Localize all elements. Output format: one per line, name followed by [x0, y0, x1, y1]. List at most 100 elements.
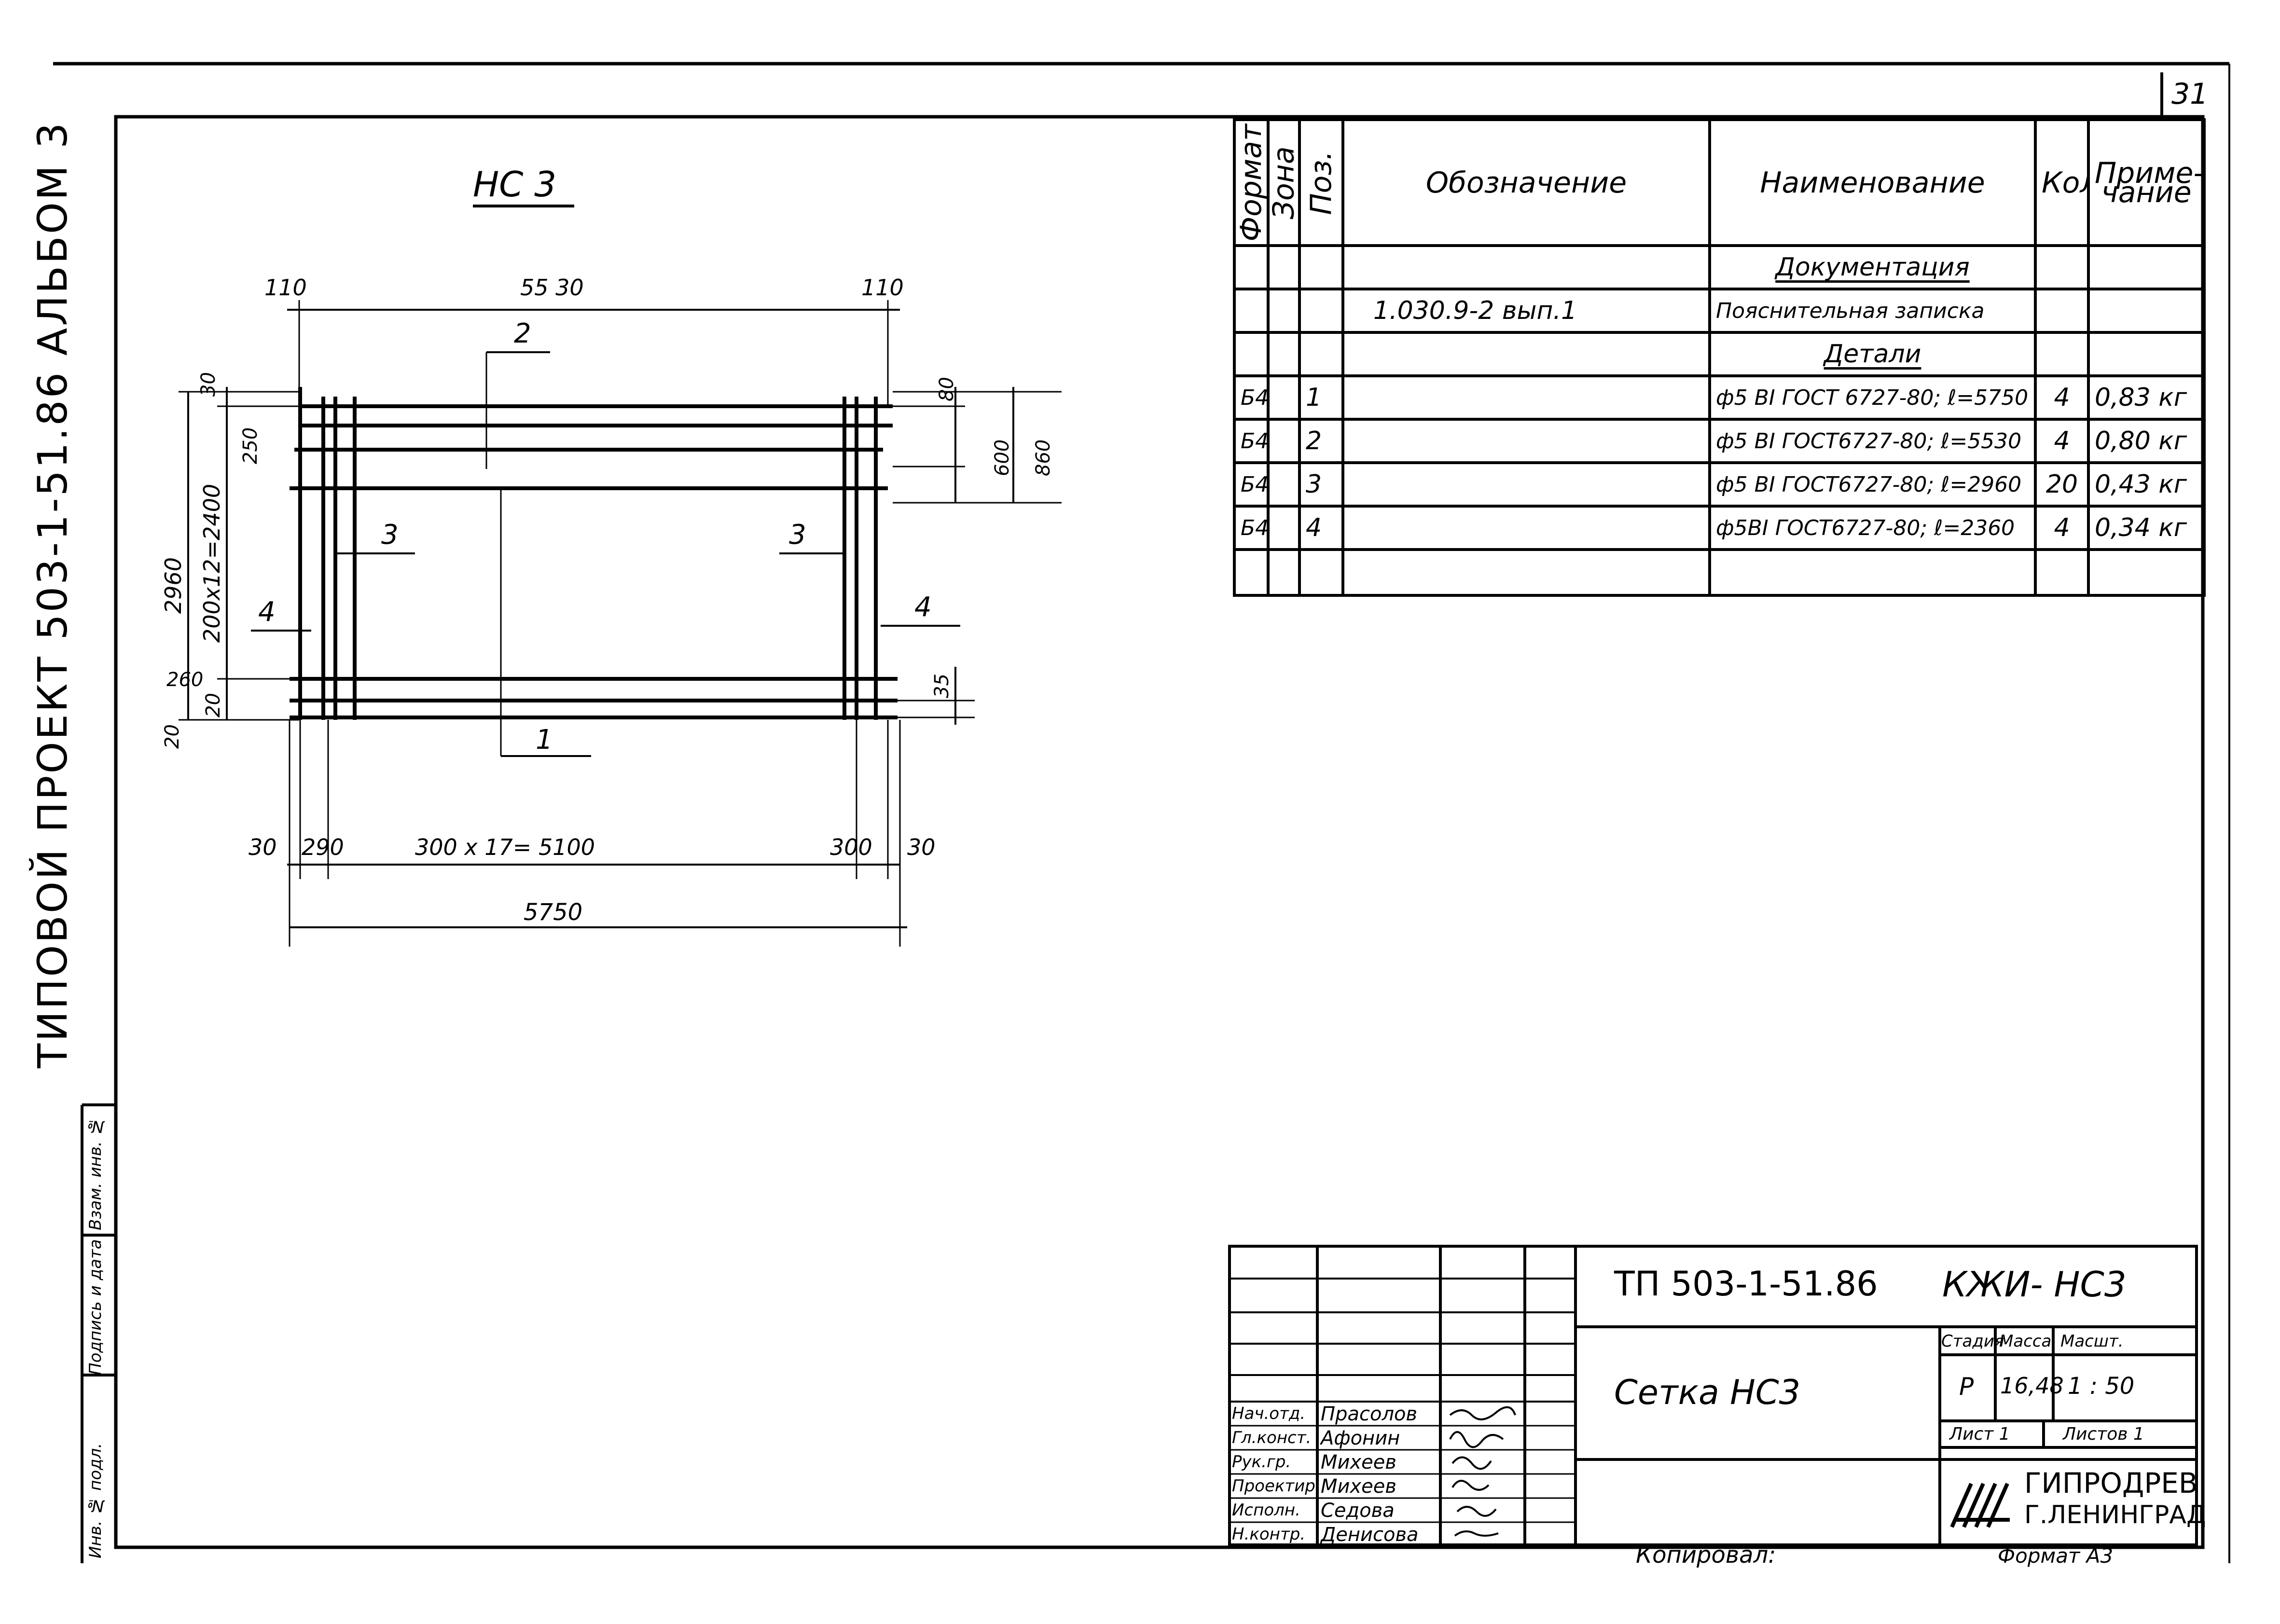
row-qty: 4	[2034, 418, 2090, 465]
dim-right-860: 860	[1032, 440, 1054, 476]
section-parts: Детали	[1824, 340, 1921, 369]
spec-row: Б4 1 ф5 ВI ГОСТ 6727-80; ℓ=5750 4 0,83 к…	[1233, 374, 2206, 421]
role-0: Нач.отд.	[1232, 1404, 1306, 1423]
side-label-sign: Подпись и дата	[86, 1239, 105, 1375]
spec-empty-row	[1233, 548, 2206, 597]
col-designation: Обозначение	[1341, 118, 1711, 248]
col-pos: Поз.	[1299, 120, 1343, 246]
sheet-format: Формат А3	[1998, 1544, 2114, 1568]
dim-left-30: 30	[197, 372, 220, 397]
dim-right-80: 80	[936, 377, 958, 401]
org-logo-icon	[1950, 1483, 2010, 1528]
row-pos: 4	[1298, 505, 1344, 551]
spec-row: Б4 3 ф5 ВI ГОСТ6727-80; ℓ=2960 20 0,43 к…	[1233, 461, 2206, 508]
copied-by: Копировал:	[1636, 1541, 1776, 1569]
org-name: ГИПРОДРЕВ	[2024, 1467, 2198, 1500]
signatures-icon	[1449, 1406, 1516, 1537]
drawing-mark: КЖИ- НС3	[1942, 1264, 2127, 1305]
title-block: ТП 503-1-51.86 КЖИ- НС3 Сетка НС3 Стадия…	[1228, 1245, 2206, 1546]
col-zone: Зона	[1268, 120, 1299, 246]
sheet-number: 31	[2171, 77, 2209, 111]
dim-left-total: 2960	[160, 557, 186, 614]
pos-label-1: 1	[536, 724, 553, 756]
dim-top-mid: 55 30	[520, 275, 584, 301]
pos-label-3-right: 3	[789, 519, 806, 551]
doc-code: ТП 503-1-51.86	[1614, 1264, 1878, 1304]
row-format: Б4	[1233, 374, 1270, 421]
mass-value: 16,48	[2000, 1373, 2064, 1399]
role-4: Исполн.	[1232, 1500, 1300, 1520]
role-5: Н.контр.	[1232, 1525, 1306, 1544]
spec-section-docs: Документация	[1233, 244, 2206, 291]
name-0: Прасолов	[1321, 1403, 1418, 1425]
role-1: Гл.конст.	[1232, 1428, 1312, 1447]
dim-bot-30l: 30	[249, 834, 277, 860]
scale-label: Масшт.	[2060, 1332, 2124, 1351]
name-5: Денисова	[1321, 1524, 1419, 1546]
drawing-title: Сетка НС3	[1614, 1373, 1801, 1412]
row-format: Б4	[1233, 505, 1270, 551]
col-name: Наименование	[1708, 118, 2037, 248]
row-name: ф5ВI ГОСТ6727-80; ℓ=2360	[1708, 505, 2037, 551]
dim-bot-30r: 30	[907, 834, 936, 860]
dim-right-600: 600	[991, 440, 1013, 476]
pos-label-4-right: 4	[914, 592, 932, 623]
title-block-lines	[1228, 1245, 2198, 1546]
row-pos: 1	[1298, 374, 1344, 421]
side-title: ТИПОВОЙ ПРОЕКТ 503-1-51.86 АЛЬБОМ 3	[29, 121, 76, 1068]
row-qty: 20	[2034, 461, 2090, 508]
row-pos: 2	[1298, 418, 1344, 465]
row-note: 0,43 кг	[2087, 461, 2206, 508]
row-pos: 3	[1298, 461, 1344, 508]
dim-right-35: 35	[931, 674, 953, 698]
doc-designation: 1.030.9-2 вып.1	[1341, 288, 1711, 334]
col-qty: Кол.	[2034, 118, 2090, 248]
row-qty: 4	[2034, 374, 2090, 421]
dim-bot-step: 300 х 17= 5100	[415, 834, 595, 860]
side-label-inv: Инв. № подл.	[86, 1443, 105, 1558]
sheet-label: Лист 1	[1949, 1424, 2010, 1444]
org-city: Г.ЛЕНИНГРАД	[2024, 1500, 2206, 1529]
spec-row: Б4 4 ф5ВI ГОСТ6727-80; ℓ=2360 4 0,34 кг	[1233, 505, 2206, 551]
role-3: Проектир.	[1232, 1476, 1321, 1496]
row-note: 0,34 кг	[2087, 505, 2206, 551]
dim-bot-total: 5750	[524, 899, 582, 926]
col-note: Приме- чание	[2087, 118, 2206, 248]
mesh-drawing: НС 3 110 55 30 110 2960 200х12=2400 30 2…	[160, 164, 1062, 947]
row-format: Б4	[1233, 461, 1270, 508]
mass-label: Масса	[1999, 1332, 2052, 1351]
name-4: Седова	[1321, 1500, 1395, 1522]
pos-label-3-left: 3	[381, 519, 399, 551]
sheets-label: Листов 1	[2063, 1424, 2144, 1444]
stage-value: Р	[1959, 1373, 1974, 1401]
specification-table: Формат Зона Поз. Обозначение Наименовани…	[1233, 118, 2206, 597]
dim-top-right: 110	[861, 275, 904, 301]
pos-label-2: 2	[514, 318, 531, 349]
pos-label-4-left: 4	[258, 596, 276, 628]
row-format: Б4	[1233, 418, 1270, 465]
dim-bot-290: 290	[302, 834, 344, 860]
doc-name: Пояснительная записка	[1708, 288, 2037, 334]
dim-left-step: 200х12=2400	[199, 484, 225, 643]
dim-left-20: 20	[161, 724, 183, 749]
side-label-replace: Взам. инв. №	[86, 1116, 105, 1230]
row-note: 0,80 кг	[2087, 418, 2206, 465]
dim-top-left: 110	[264, 275, 307, 301]
dim-left-260: 260	[166, 669, 203, 691]
dim-left-250: 250	[239, 427, 262, 464]
spec-header-row: Формат Зона Поз. Обозначение Наименовани…	[1234, 118, 2206, 248]
row-name: ф5 ВI ГОСТ6727-80; ℓ=2960	[1708, 461, 2037, 508]
row-name: ф5 ВI ГОСТ 6727-80; ℓ=5750	[1708, 374, 2037, 421]
dim-bot-300: 300	[830, 834, 872, 860]
name-2: Михеев	[1321, 1451, 1396, 1473]
spec-doc-row: 1.030.9-2 вып.1 Пояснительная записка	[1233, 288, 2206, 334]
role-2: Рук.гр.	[1232, 1452, 1291, 1472]
scale-value: 1 : 50	[2068, 1373, 2135, 1400]
row-qty: 4	[2034, 505, 2090, 551]
stage-label: Стадия	[1941, 1332, 2004, 1351]
mesh-title: НС 3	[473, 164, 556, 205]
spec-section-parts: Детали	[1233, 331, 2206, 378]
col-format: Формат	[1234, 120, 1268, 246]
